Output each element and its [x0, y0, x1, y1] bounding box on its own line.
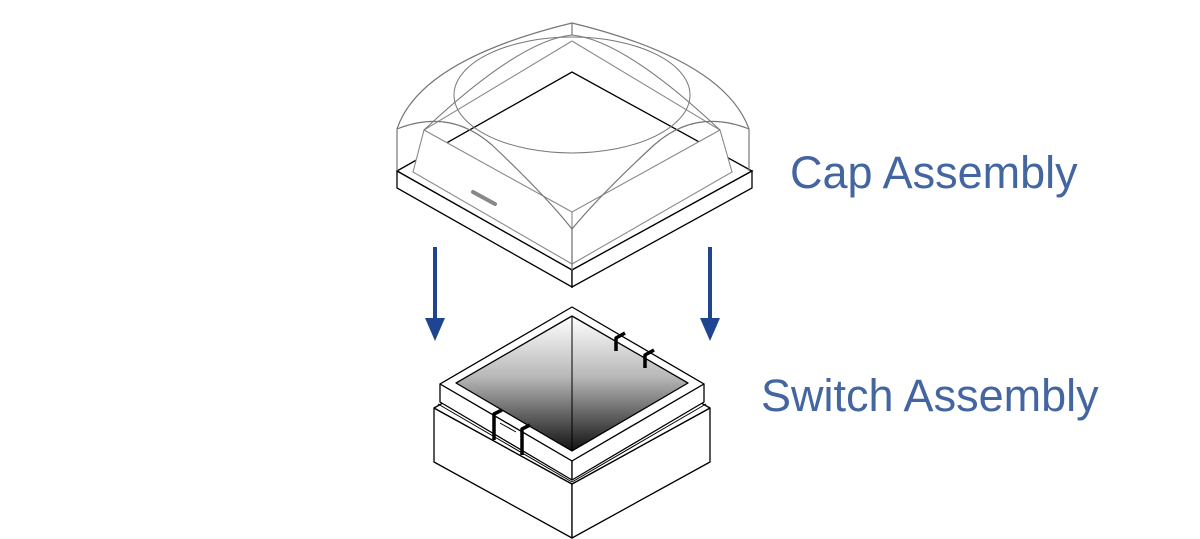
cap-assembly [395, 22, 754, 289]
switch-slot-mark [499, 422, 517, 433]
cap-indicator-mark [471, 190, 497, 206]
cap-dome [396, 22, 750, 270]
switch-assembly-label: Switch Assembly [761, 370, 1099, 421]
cap-base-plate [395, 71, 754, 289]
arrow-down-icon [425, 247, 445, 341]
switch-clips [492, 331, 655, 455]
switch-assembly [433, 306, 711, 539]
arrow-down-icon [700, 247, 720, 341]
switch-well [455, 315, 689, 452]
cap-assembly-label: Cap Assembly [790, 147, 1078, 198]
